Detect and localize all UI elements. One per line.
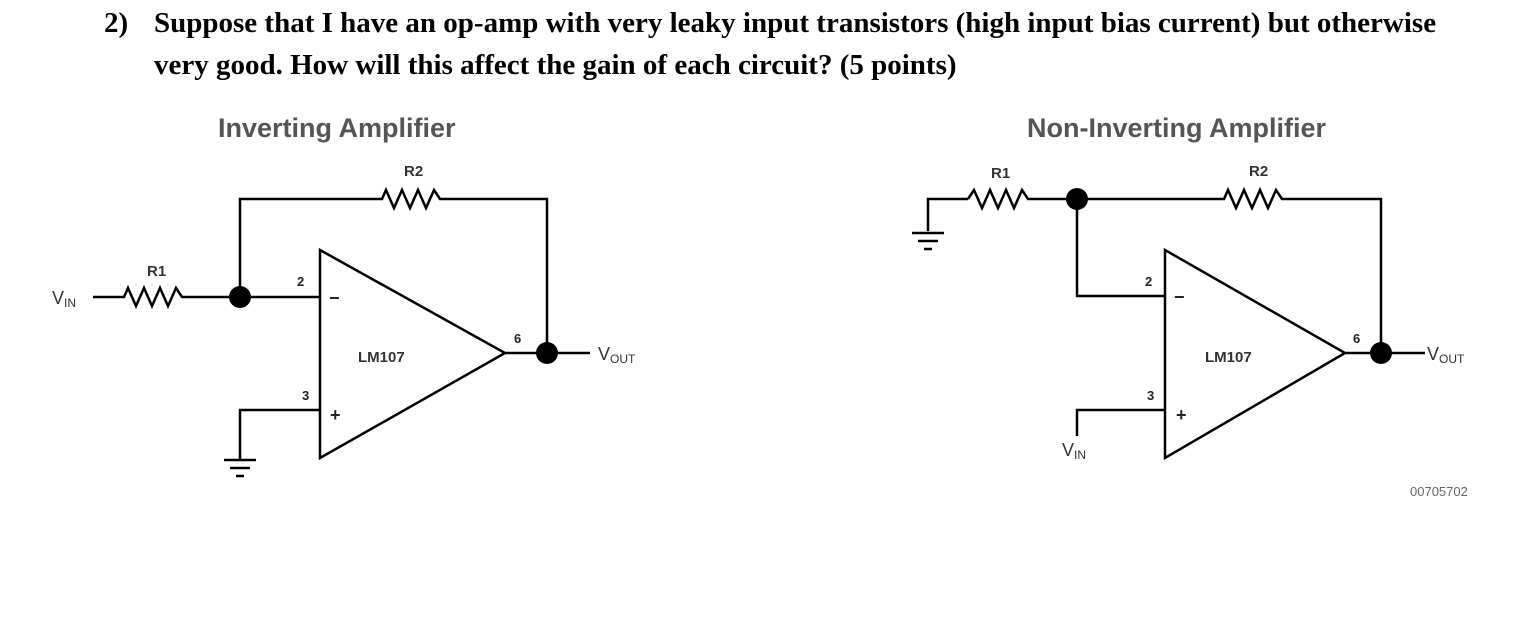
question-number: 2) [104,7,129,39]
noninverting-r1-label: R1 [991,165,1010,182]
noninverting-chip-label: LM107 [1205,349,1252,366]
inverting-ground-icon [224,458,256,478]
noninverting-ground-icon [912,231,944,251]
inverting-pin6-label: 6 [514,331,521,346]
inverting-pin3-label: 3 [302,388,309,403]
noninverting-ground-wire [926,197,968,231]
noninverting-r1-resistor [966,186,1077,212]
inverting-plus-wire [238,408,320,460]
inverting-pin2-label: 2 [297,274,304,289]
noninverting-plus-sign: + [1176,405,1187,425]
inverting-r2-label: R2 [404,163,423,180]
inverting-r1-label: R1 [147,263,166,280]
noninverting-minus-sign: − [1174,287,1185,307]
inverting-plus-sign: + [330,405,341,425]
inverting-r2-feedback [238,186,549,353]
noninverting-r2-label: R2 [1249,163,1268,180]
noninverting-pin2-label: 2 [1145,274,1152,289]
noninverting-plus-wire [1075,408,1165,436]
noninverting-pin6-label: 6 [1353,331,1360,346]
inverting-minus-sign: − [329,288,340,308]
noninverting-r2-feedback [1077,186,1383,353]
noninverting-vout-label: VOUT [1427,344,1465,366]
noninverting-minus-wire [1075,199,1165,298]
inverting-chip-label: LM107 [358,349,405,366]
noninverting-vin-label: VIN [1062,440,1086,462]
noninverting-opamp [1163,247,1348,461]
inverting-vout-label: VOUT [598,344,636,366]
question-text: Suppose that I have an op-amp with very … [154,7,1437,81]
noninverting-output-node [1370,342,1392,364]
inverting-amplifier-circuit: Inverting Amplifier VIN R1 R2 2 − + LM10… [52,113,636,478]
inverting-opamp [318,247,508,461]
inverting-vin-label: VIN [52,288,76,310]
inverting-title: Inverting Amplifier [218,113,456,143]
noninverting-pin3-label: 3 [1147,388,1154,403]
figure-code: 00705702 [1410,484,1468,499]
inverting-output-node [536,342,558,364]
noninverting-title: Non-Inverting Amplifier [1027,113,1326,143]
noninverting-amplifier-circuit: Non-Inverting Amplifier R1 R2 2 − + LM10… [912,113,1468,499]
inverting-r1-resistor [93,284,240,310]
